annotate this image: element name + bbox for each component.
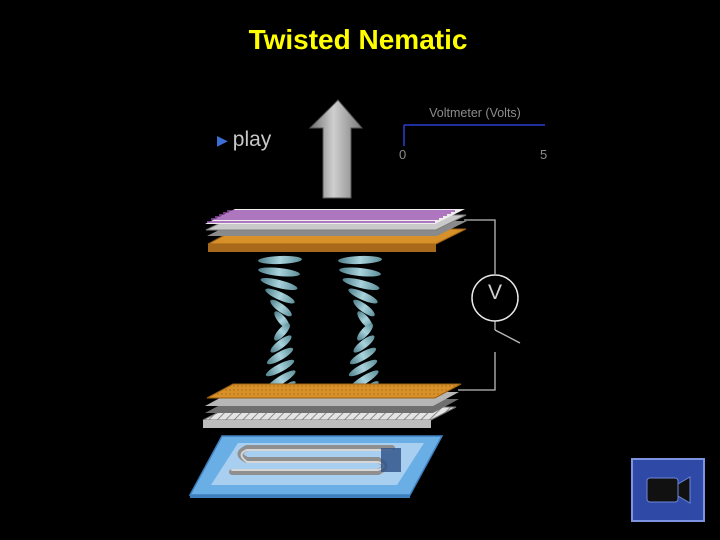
voltmeter-min-label: 0 bbox=[399, 147, 407, 162]
voltmeter-symbol: V bbox=[487, 281, 502, 304]
liquid-crystal-helix-left bbox=[258, 255, 302, 403]
voltmeter-title: Voltmeter (Volts) bbox=[429, 106, 521, 120]
voltmeter-max-label: 5 bbox=[540, 147, 548, 162]
backlight-panel bbox=[188, 435, 444, 498]
slide-title: Twisted Nematic bbox=[248, 24, 468, 55]
top-glass-stack bbox=[205, 209, 467, 252]
play-button[interactable]: ▶ play bbox=[217, 128, 271, 152]
circuit-wires bbox=[458, 219, 521, 391]
voltmeter-scale bbox=[403, 124, 545, 146]
liquid-crystal-helix-right bbox=[338, 255, 382, 403]
bottom-glass-stack bbox=[202, 383, 462, 428]
video-camera-button[interactable] bbox=[631, 458, 705, 522]
play-label: play bbox=[232, 128, 272, 151]
video-camera-icon bbox=[646, 476, 691, 504]
play-triangle-icon: ▶ bbox=[217, 132, 228, 148]
top-polarizer-lines bbox=[207, 210, 455, 223]
light-arrow bbox=[308, 99, 364, 199]
voltmeter-meter bbox=[471, 274, 519, 322]
